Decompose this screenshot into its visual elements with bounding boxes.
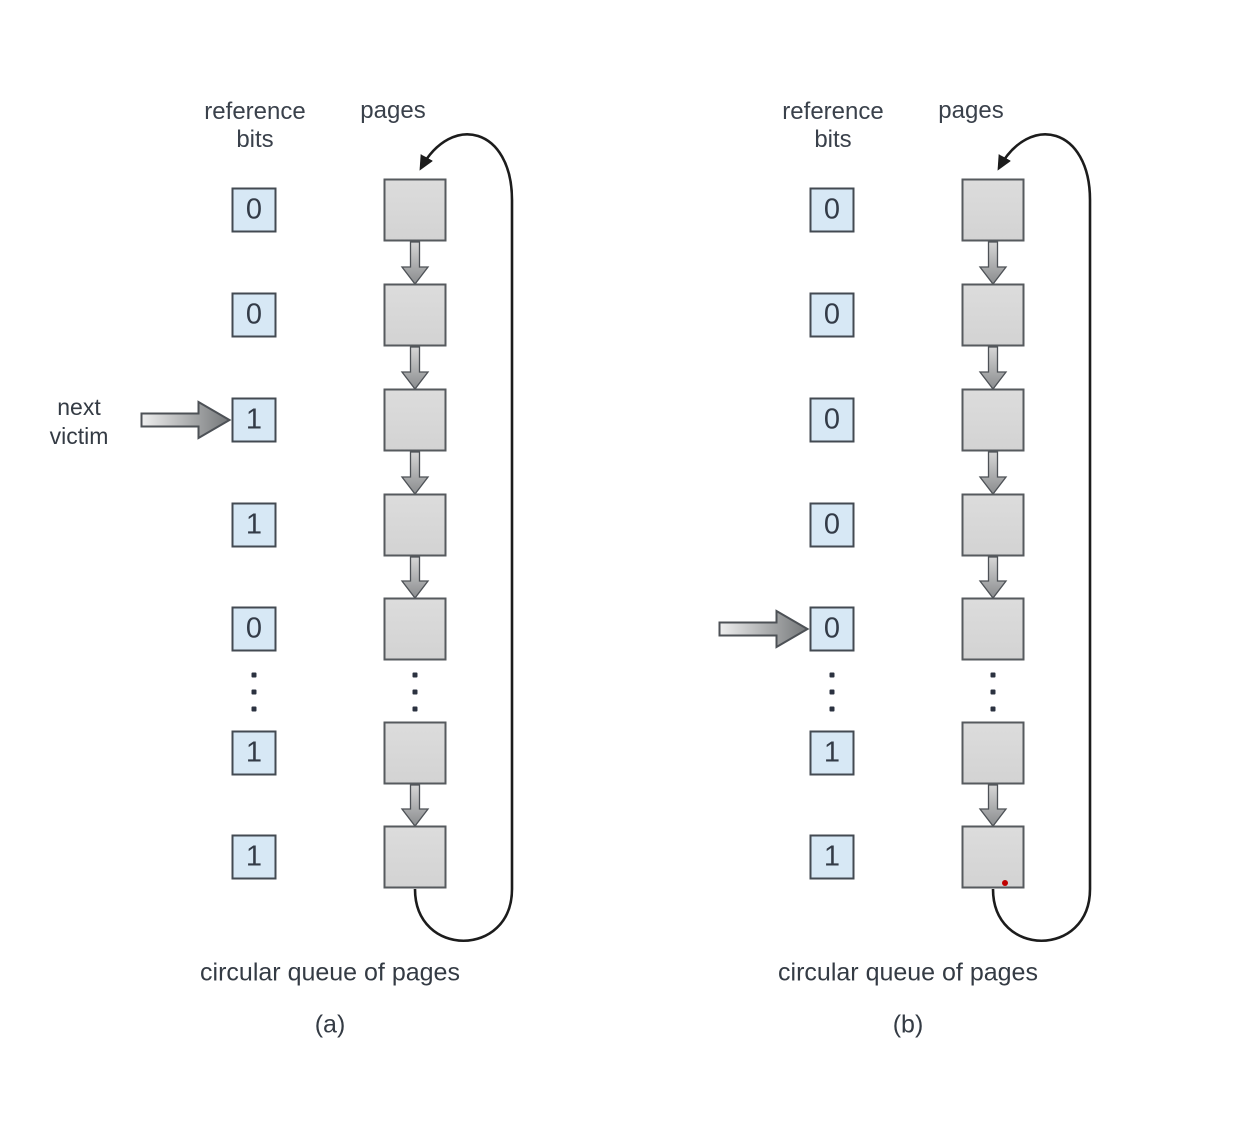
ellipsis-dot bbox=[251, 672, 257, 678]
ellipsis-dot bbox=[829, 706, 835, 712]
reference-bit-box: 1 bbox=[231, 730, 277, 776]
reference-bit-value: 1 bbox=[823, 840, 841, 873]
pages-label: pages bbox=[360, 97, 426, 124]
down-arrow-icon bbox=[400, 556, 430, 600]
down-arrow-icon bbox=[978, 451, 1008, 496]
ellipsis-dot bbox=[251, 706, 257, 712]
reference-bit-box: 0 bbox=[809, 187, 855, 233]
page-box bbox=[961, 388, 1025, 452]
next-victim-label-line: next bbox=[57, 394, 101, 420]
page-box bbox=[383, 493, 447, 557]
reference-bit-box: 0 bbox=[809, 502, 855, 548]
reference-bit-value: 0 bbox=[823, 298, 841, 331]
red-dot bbox=[1002, 880, 1008, 886]
reference-bit-box: 0 bbox=[231, 187, 277, 233]
reference-bit-box: 1 bbox=[231, 397, 277, 443]
page-box bbox=[961, 283, 1025, 347]
pointer-arrow-icon bbox=[718, 609, 810, 649]
reference-bit-box: 1 bbox=[231, 502, 277, 548]
down-arrow-icon bbox=[400, 241, 430, 286]
page-box bbox=[961, 825, 1025, 889]
reference-bit-value: 0 bbox=[823, 612, 841, 645]
reference-bits-line2: bits bbox=[236, 126, 274, 153]
reference-bit-box: 0 bbox=[231, 606, 277, 652]
ellipsis-dot bbox=[829, 672, 835, 678]
panel-tag: (a) bbox=[314, 1010, 346, 1039]
reference-bit-box: 1 bbox=[809, 730, 855, 776]
ellipsis-dot bbox=[990, 672, 996, 678]
reference-bit-box: 0 bbox=[809, 292, 855, 338]
page-box bbox=[383, 283, 447, 347]
reference-bit-box: 0 bbox=[809, 397, 855, 443]
down-arrow-icon bbox=[400, 784, 430, 828]
page-box bbox=[961, 721, 1025, 785]
pointer-arrow-icon bbox=[140, 400, 232, 440]
ellipsis-dot bbox=[412, 706, 418, 712]
reference-bits-line1: reference bbox=[782, 98, 884, 125]
down-arrow-icon bbox=[978, 556, 1008, 600]
down-arrow-icon bbox=[978, 241, 1008, 286]
reference-bit-value: 1 bbox=[245, 403, 263, 436]
reference-bit-box: 0 bbox=[231, 292, 277, 338]
ellipsis-dot bbox=[251, 689, 257, 695]
next-victim-label: next victim bbox=[50, 393, 109, 451]
ellipsis-dot bbox=[990, 706, 996, 712]
page-box bbox=[383, 597, 447, 661]
reference-bit-value: 0 bbox=[245, 193, 263, 226]
pages-label: pages bbox=[938, 97, 1004, 124]
page-box bbox=[961, 493, 1025, 557]
page-box bbox=[961, 178, 1025, 242]
reference-bit-value: 0 bbox=[245, 298, 263, 331]
reference-bit-box: 1 bbox=[231, 834, 277, 880]
reference-bit-value: 1 bbox=[245, 736, 263, 769]
caption: circular queue of pages bbox=[778, 958, 1038, 987]
reference-bits-line2: bits bbox=[814, 126, 852, 153]
circular-loop-arrow bbox=[413, 133, 514, 943]
reference-bit-box: 0 bbox=[809, 606, 855, 652]
ellipsis-dot bbox=[412, 672, 418, 678]
reference-bit-value: 0 bbox=[823, 403, 841, 436]
page-box bbox=[961, 597, 1025, 661]
page-box bbox=[383, 825, 447, 889]
down-arrow-icon bbox=[400, 346, 430, 391]
panel-tag: (b) bbox=[892, 1010, 924, 1039]
down-arrow-icon bbox=[978, 784, 1008, 828]
reference-bit-value: 0 bbox=[823, 193, 841, 226]
down-arrow-icon bbox=[978, 346, 1008, 391]
reference-bit-value: 1 bbox=[245, 508, 263, 541]
page-box bbox=[383, 721, 447, 785]
reference-bit-value: 0 bbox=[823, 508, 841, 541]
ellipsis-dot bbox=[412, 689, 418, 695]
down-arrow-icon bbox=[400, 451, 430, 496]
reference-bit-value: 1 bbox=[245, 840, 263, 873]
reference-bits-line1: reference bbox=[204, 98, 306, 125]
caption: circular queue of pages bbox=[200, 958, 460, 987]
circular-loop-arrow bbox=[991, 133, 1092, 943]
ellipsis-dot bbox=[990, 689, 996, 695]
reference-bit-box: 1 bbox=[809, 834, 855, 880]
reference-bit-value: 0 bbox=[245, 612, 263, 645]
next-victim-label-line: victim bbox=[49, 423, 109, 449]
ellipsis-dot bbox=[829, 689, 835, 695]
page-box bbox=[383, 178, 447, 242]
reference-bit-value: 1 bbox=[823, 736, 841, 769]
page-box bbox=[383, 388, 447, 452]
